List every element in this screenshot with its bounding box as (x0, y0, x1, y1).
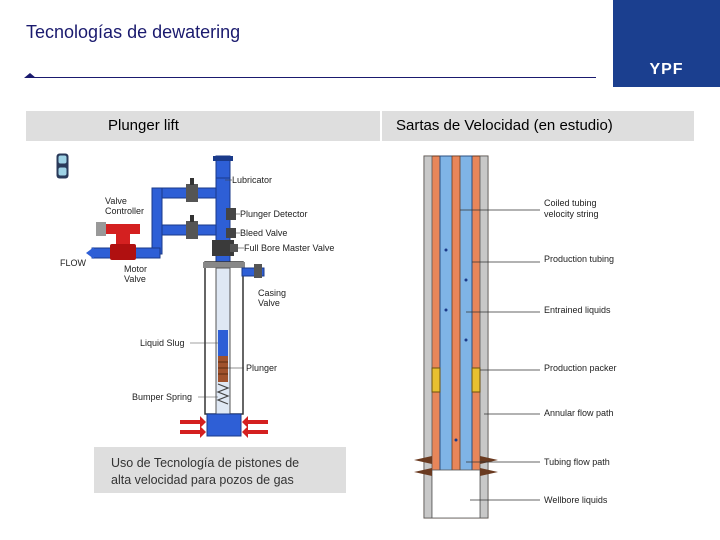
plunger-lift-heading: Plunger lift (108, 117, 179, 134)
bumper-spring (216, 383, 230, 405)
label-bleed-valve: Bleed Valve (240, 228, 288, 238)
label-wellbore-liquids: Wellbore liquids (544, 495, 608, 505)
packer-left (431, 367, 441, 393)
caption-line-2: alta velocidad para pozos de gas (111, 473, 294, 487)
velocity-string-header-bar: Sartas de Velocidad (en estudio) (382, 111, 694, 141)
upper-valve-body (186, 184, 198, 202)
inflow-arrow-right-bottom (242, 426, 268, 438)
velocity-string-heading: Sartas de Velocidad (en estudio) (396, 117, 613, 134)
casing-wall-left (423, 155, 433, 519)
packer-right (471, 367, 481, 393)
inflow-arrow-left-bottom (180, 426, 206, 438)
plunger-lift-header-bar: Plunger lift (26, 111, 380, 141)
label-liquid-slug: Liquid Slug (140, 338, 185, 348)
casing-valve (254, 264, 262, 278)
label-coiled-tubing-line2: velocity string (544, 209, 599, 219)
label-bumper-spring: Bumper Spring (132, 392, 193, 402)
label-casing-valve-line2: Valve (258, 298, 280, 308)
label-casing-valve-line1: Casing (258, 288, 287, 298)
label-valve-controller-line1: Valve (105, 196, 127, 206)
casing-head (203, 262, 245, 268)
bottom-chamber (206, 413, 242, 437)
caption-line-1: Uso de Tecnología de pistones de (111, 456, 300, 470)
controller-gauge (96, 222, 106, 236)
bleed-valve-block (226, 228, 236, 238)
label-flow: FLOW (60, 258, 86, 268)
perforation-right-2 (480, 468, 498, 476)
inflow-arrow-left-top (180, 416, 206, 428)
logo-text: YPF (649, 61, 684, 78)
perforation-left-1 (414, 456, 432, 464)
page-title: Tecnologías de dewatering (26, 22, 241, 42)
master-valve-block (212, 240, 234, 256)
plunger-detector-block (226, 208, 236, 220)
label-production-packer: Production packer (544, 363, 617, 373)
label-production-tubing: Production tubing (544, 254, 615, 264)
casing-wall-right (479, 155, 489, 519)
liquid-slug (218, 330, 228, 356)
lubricator-cap (213, 156, 233, 161)
label-coiled-tubing-line1: Coiled tubing (544, 198, 597, 208)
label-valve-controller-line2: Controller (105, 206, 145, 216)
perforation-left-2 (414, 468, 432, 476)
motor-valve-body (110, 244, 136, 260)
bullet-icon (56, 153, 69, 179)
coiled-tubing (451, 155, 461, 477)
casing-valve-line (241, 267, 265, 277)
label-annular-flow-path: Annular flow path (544, 408, 614, 418)
flow-arrow (86, 247, 94, 259)
lower-valve-body (186, 221, 198, 239)
title-rule-marker (24, 73, 36, 78)
inflow-arrow-right-top (242, 416, 268, 428)
label-plunger-detector: Plunger Detector (240, 209, 308, 219)
ypf-logo: YPF (613, 0, 720, 87)
label-motor-valve-line1: Motor (124, 264, 148, 274)
label-lubricator: Lubricator (232, 175, 273, 185)
wellbore-liquids (431, 469, 481, 519)
valve-controller-box (104, 224, 140, 234)
label-tubing-flow-path: Tubing flow path (544, 457, 610, 467)
label-plunger: Plunger (246, 363, 278, 373)
plunger-caption-box: Uso de Tecnología de pistones de alta ve… (94, 447, 346, 493)
label-motor-valve-line2: Valve (124, 274, 146, 284)
title-divider (28, 77, 596, 78)
label-entrained-liquids: Entrained liquids (544, 305, 611, 315)
perforation-right-1 (480, 456, 498, 464)
label-master-valve: Full Bore Master Valve (244, 243, 335, 253)
plunger-body (218, 356, 228, 382)
